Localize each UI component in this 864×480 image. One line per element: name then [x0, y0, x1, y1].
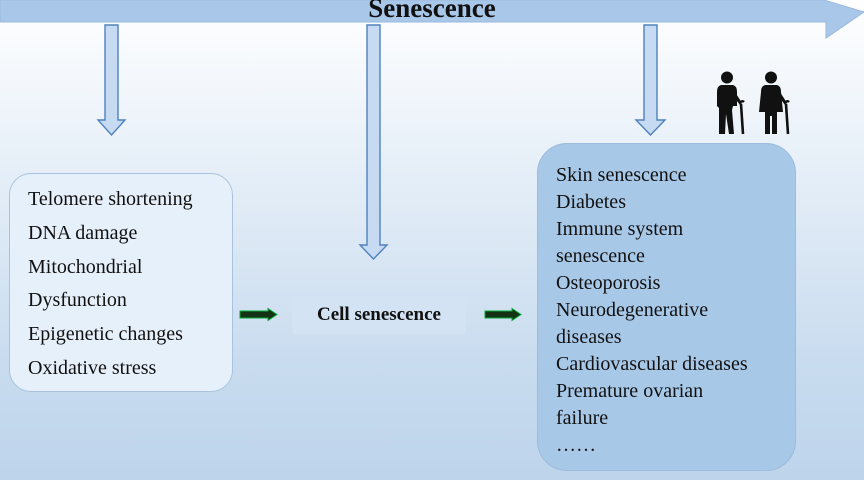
- cause-item: Oxidative stress: [28, 356, 157, 379]
- disease-item: ……: [556, 434, 596, 456]
- disease-item: Neurodegenerative: [556, 299, 709, 321]
- disease-item: Immune system: [556, 218, 684, 240]
- banner-title: Senescence: [368, 0, 496, 23]
- disease-item: Premature ovarian: [556, 380, 704, 402]
- arrow-right-icon: [484, 307, 522, 322]
- arrow-right-icon: [239, 307, 278, 322]
- disease-item: Diabetes: [556, 191, 626, 213]
- disease-item: Osteoporosis: [556, 272, 661, 294]
- cause-item: DNA damage: [28, 221, 138, 244]
- disease-item: senescence: [556, 245, 645, 267]
- down-arrow-cell: [358, 24, 389, 261]
- disease-item: Cardiovascular diseases: [556, 353, 748, 375]
- causes-box: Telomere shortening DNA damage Mitochond…: [9, 173, 233, 392]
- cause-item: Dysfunction: [28, 289, 127, 312]
- down-arrow-causes: [96, 24, 127, 137]
- disease-item: Skin senescence: [556, 164, 687, 186]
- disease-item: diseases: [556, 326, 622, 348]
- diseases-box: Skin senescence Diabetes Immune system s…: [537, 143, 796, 471]
- cell-senescence-box: Cell senescence: [292, 296, 466, 334]
- senescence-banner-arrow: [0, 0, 864, 39]
- cause-item: Epigenetic changes: [28, 323, 183, 346]
- down-arrow-diseases: [634, 24, 667, 137]
- cause-item: Telomere shortening: [28, 188, 193, 210]
- elderly-couple-icon: [717, 71, 790, 135]
- cause-item: Mitochondrial: [28, 255, 143, 278]
- disease-item: failure: [556, 407, 609, 429]
